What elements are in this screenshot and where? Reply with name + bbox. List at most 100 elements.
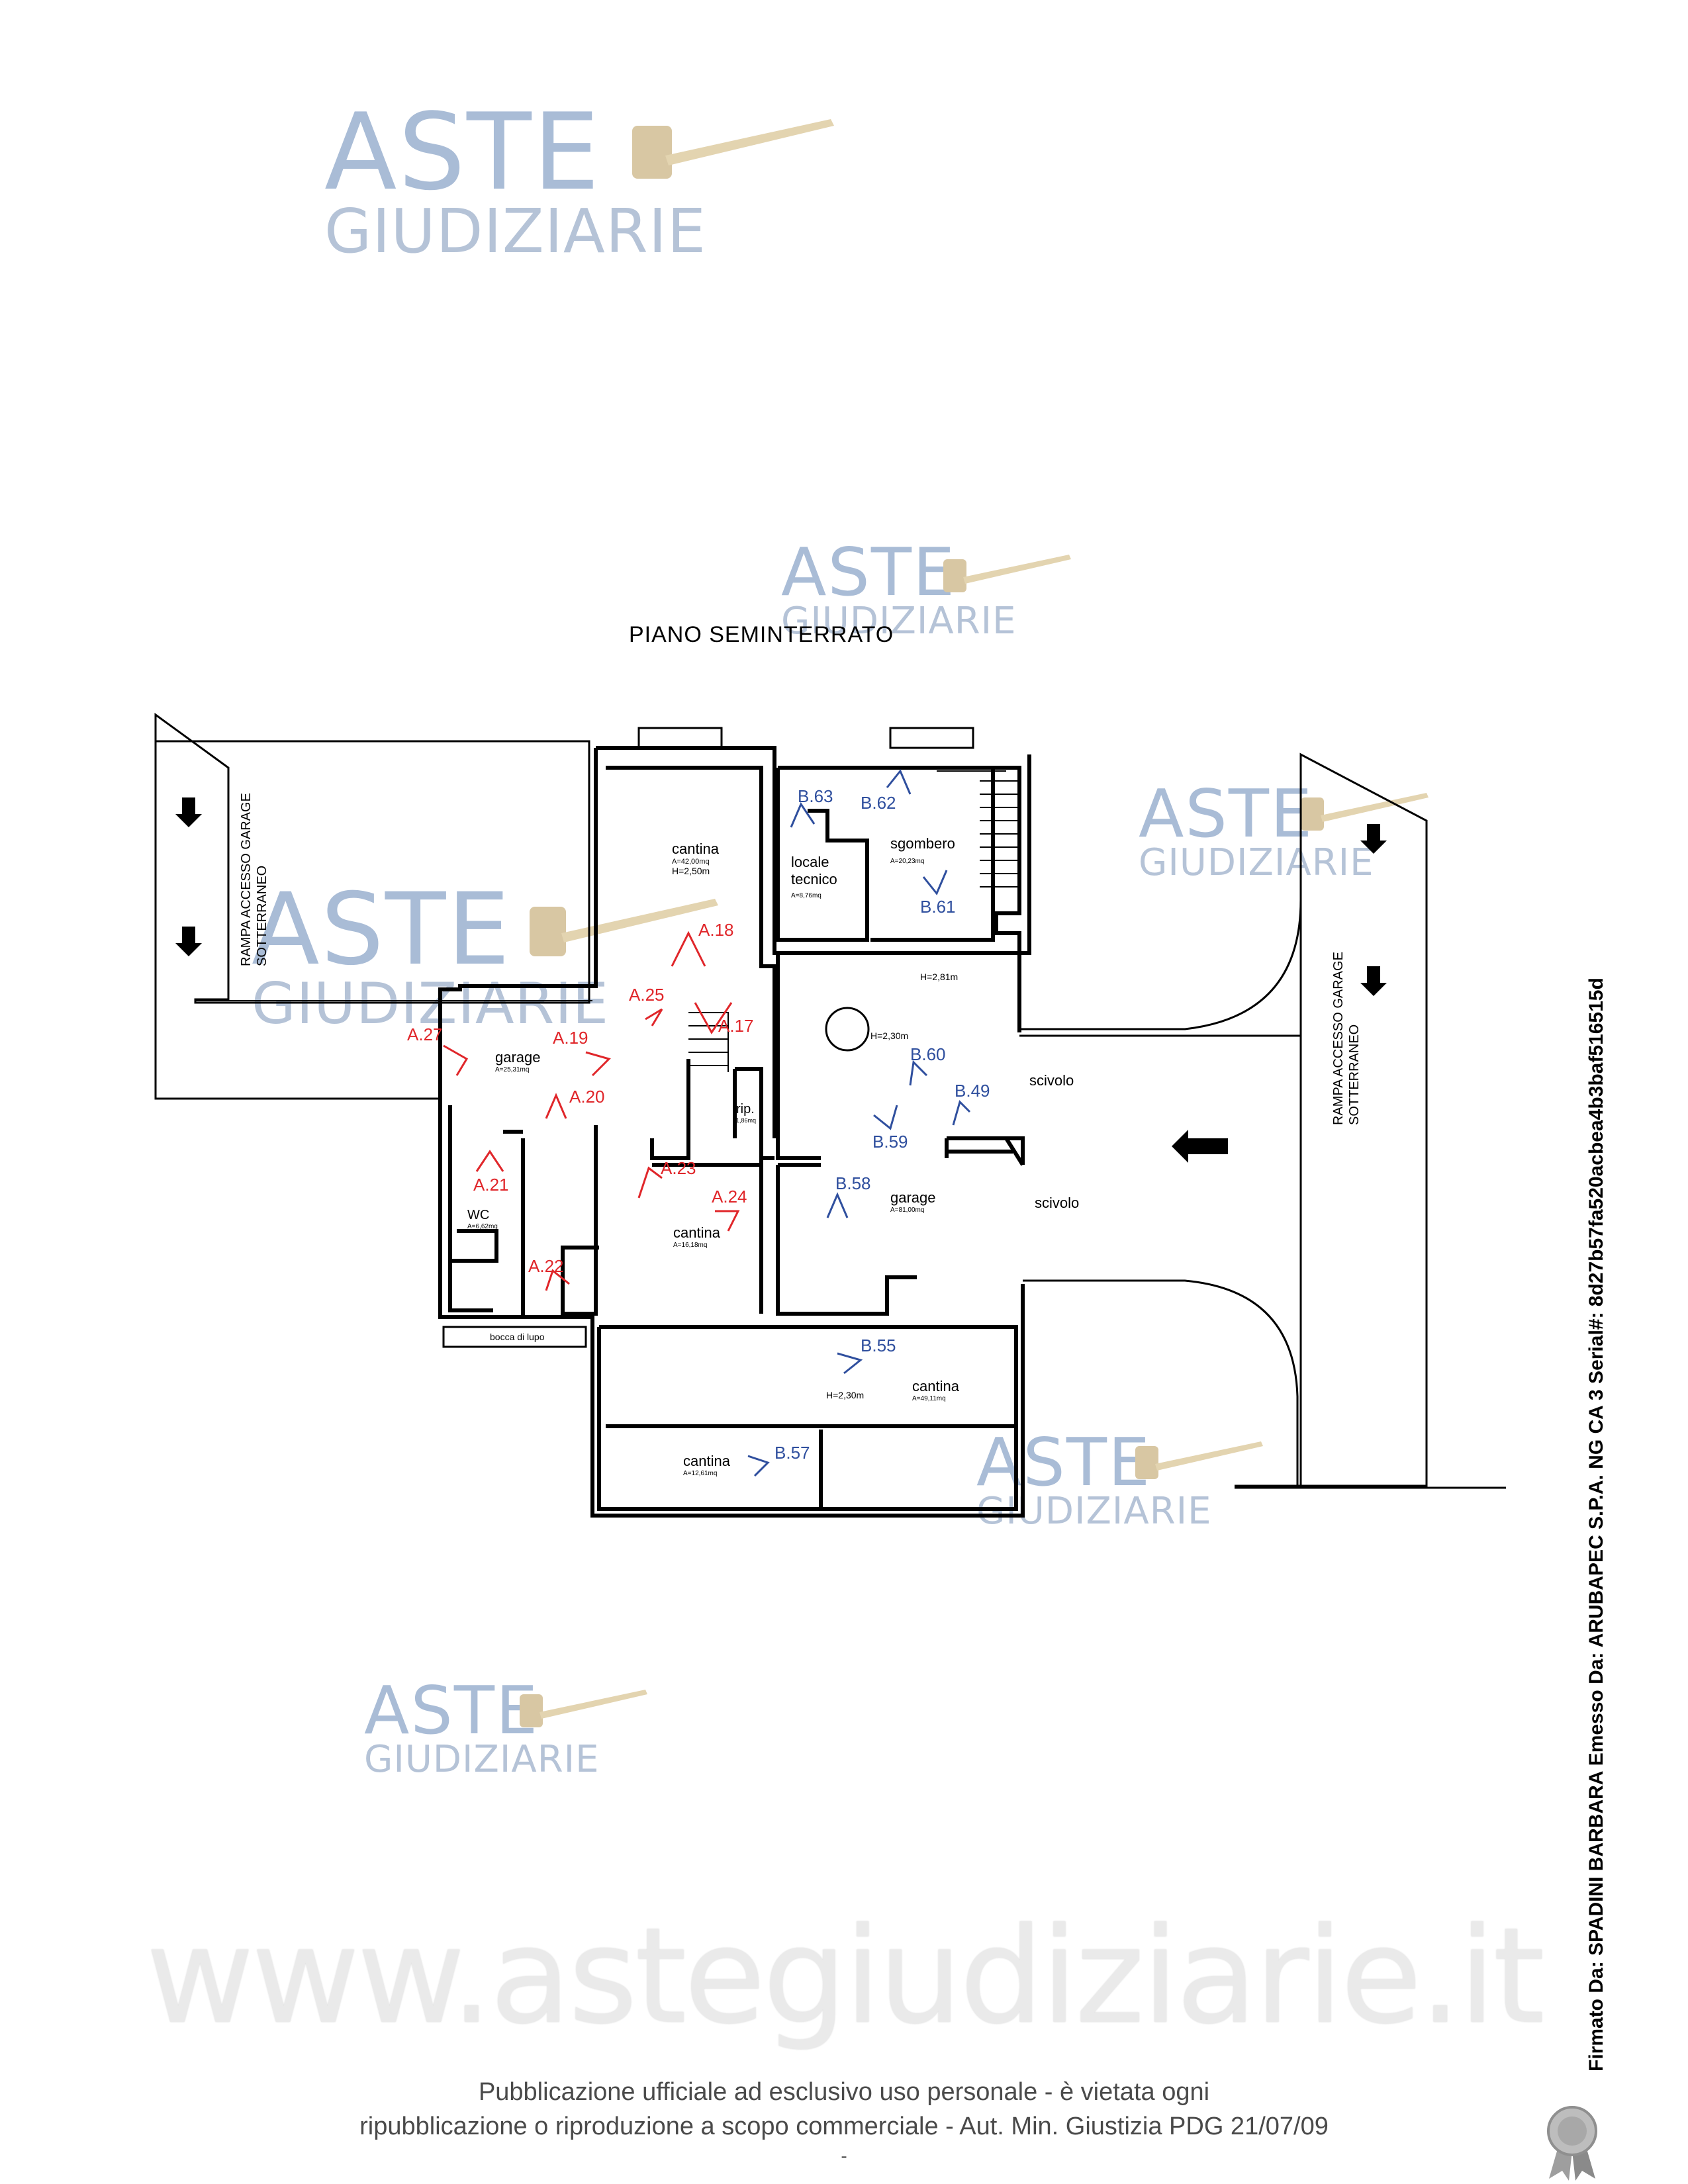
wall-service <box>778 766 1021 1032</box>
arrow-left-icon <box>1172 1130 1228 1163</box>
view-label-B60: B.60 <box>910 1044 946 1064</box>
view-marker-icon <box>886 769 912 795</box>
view-marker-icon <box>671 931 706 967</box>
left-ramp-border <box>154 715 440 1100</box>
right-wall-curve-top <box>1019 899 1302 1030</box>
scivolo-label: scivolo <box>1029 1072 1074 1089</box>
view-label-A25: A.25 <box>629 985 665 1005</box>
wall-rip <box>733 1067 763 1158</box>
site-url-watermark: www.astegiudiziarie.it <box>146 1899 1544 2054</box>
notice-line-3: - <box>841 2146 847 2166</box>
view-marker-icon <box>694 1002 733 1034</box>
view-marker-icon <box>952 1100 971 1126</box>
room-garage-left: garage A=25,31mq <box>495 1049 541 1073</box>
gavel-icon <box>523 887 722 973</box>
arrow-down-icon <box>175 927 202 956</box>
outer-wall-left <box>438 748 1025 1518</box>
seal-icon <box>1539 2105 1605 2181</box>
gavel-icon <box>1297 788 1430 841</box>
view-label-A20: A.20 <box>569 1087 605 1107</box>
right-wall-curve-bottom <box>1023 1279 1299 1486</box>
wall-cantina-top <box>606 766 776 1138</box>
view-marker-icon <box>645 1008 663 1026</box>
scivolo-label: scivolo <box>1035 1195 1080 1211</box>
wall-bocca <box>442 1326 587 1348</box>
wall-cantina-low <box>597 1325 1018 1511</box>
watermark-top: ASTE GIUDIZIARIE <box>324 90 707 267</box>
column <box>825 1007 870 1052</box>
view-label-A24: A.24 <box>712 1187 747 1206</box>
watermark-left-mid: ASTE GIUDIZIARIE <box>252 872 610 1037</box>
wall-sgombero <box>870 768 995 942</box>
stairs-right <box>937 770 1019 887</box>
view-label-B58: B.58 <box>835 1173 871 1193</box>
watermark-right: ASTE GIUDIZIARIE <box>1139 775 1374 884</box>
gavel-icon <box>1132 1436 1264 1489</box>
wall-cantina-mid <box>561 1125 763 1316</box>
view-label-B55: B.55 <box>861 1336 896 1355</box>
view-marker-icon <box>443 1044 469 1076</box>
view-label-A23: A.23 <box>661 1158 696 1178</box>
arrow-down-icon <box>175 797 202 827</box>
wall-stair-block <box>650 1059 690 1160</box>
gavel-icon <box>626 106 837 199</box>
view-label-A21: A.21 <box>473 1175 509 1195</box>
room-locale-tecnico: locale tecnico A=8,76mq <box>791 854 837 899</box>
room-cantina-low-height: H=2,30m <box>826 1390 865 1400</box>
view-label-B62: B.62 <box>861 793 896 813</box>
view-marker-icon <box>747 1455 770 1477</box>
view-marker-icon <box>922 870 948 895</box>
wall-wc <box>448 1105 525 1317</box>
view-label-B57: B.57 <box>774 1443 810 1463</box>
digital-signature: Firmato Da: SPADINI BARBARA Emesso Da: A… <box>1585 978 1607 2071</box>
gavel-icon <box>940 549 1072 602</box>
room-wc: WC A=6,62mq <box>467 1208 498 1230</box>
wall-locale-tecnico <box>776 768 869 942</box>
view-label-B49: B.49 <box>955 1081 990 1101</box>
left-ramp-outline <box>154 713 590 1004</box>
room-rip: rip. 1,86mq <box>736 1102 757 1124</box>
watermark-bottom-left: ASTE GIUDIZIARIE <box>364 1672 600 1781</box>
room-cantina-low: cantina A=49,11mq <box>912 1378 959 1402</box>
height-label-2: H=2,30m <box>870 1030 909 1041</box>
view-marker-icon <box>545 1269 570 1291</box>
view-label-A19: A.19 <box>553 1028 588 1048</box>
view-marker-icon <box>715 1210 740 1232</box>
view-label-B59: B.59 <box>872 1132 908 1152</box>
view-label-A17: A.17 <box>718 1016 754 1036</box>
right-wall-a <box>1019 752 1428 1487</box>
view-marker-icon <box>790 801 816 828</box>
arrow-down-icon <box>1360 966 1387 996</box>
window-top-right <box>889 727 974 749</box>
view-marker-icon <box>826 1192 849 1218</box>
view-label-B63: B.63 <box>798 786 833 806</box>
wall-garage-right <box>776 1163 917 1316</box>
view-marker-icon <box>585 1051 611 1077</box>
view-marker-icon <box>637 1166 663 1199</box>
view-marker-icon <box>475 1150 504 1172</box>
plan-title: PIANO SEMINTERRATO <box>629 622 894 647</box>
notice-line-1: Pubblicazione ufficiale ad esclusivo uso… <box>478 2078 1210 2106</box>
view-marker-icon <box>909 1060 928 1086</box>
bocca-label: bocca di lupo <box>490 1332 545 1342</box>
view-label-A27: A.27 <box>407 1024 443 1044</box>
arrows <box>175 797 1387 1163</box>
wall-mid-bars <box>947 1136 1025 1165</box>
view-label-A22: A.22 <box>528 1256 564 1276</box>
view-marker-icon <box>545 1093 567 1119</box>
room-sgombero: sgombero A=20,23mq <box>890 835 955 865</box>
room-cantina-mid: cantina A=16,18mq <box>673 1224 720 1249</box>
notice-line-2: ripubblicazione o riproduzione a scopo c… <box>359 2113 1329 2140</box>
view-label-A18: A.18 <box>698 920 734 940</box>
view-marker-icon <box>873 1105 898 1130</box>
window-top-left <box>637 727 723 749</box>
wall-stub-right <box>945 1137 1025 1166</box>
room-cantina-bottom: cantina A=12,61mq <box>683 1453 730 1477</box>
arrow-down-icon <box>1360 824 1387 854</box>
view-label-B61: B.61 <box>920 897 956 917</box>
view-marker-icon <box>837 1352 863 1375</box>
watermark-mid-top: ASTE GIUDIZIARIE <box>781 533 1017 643</box>
